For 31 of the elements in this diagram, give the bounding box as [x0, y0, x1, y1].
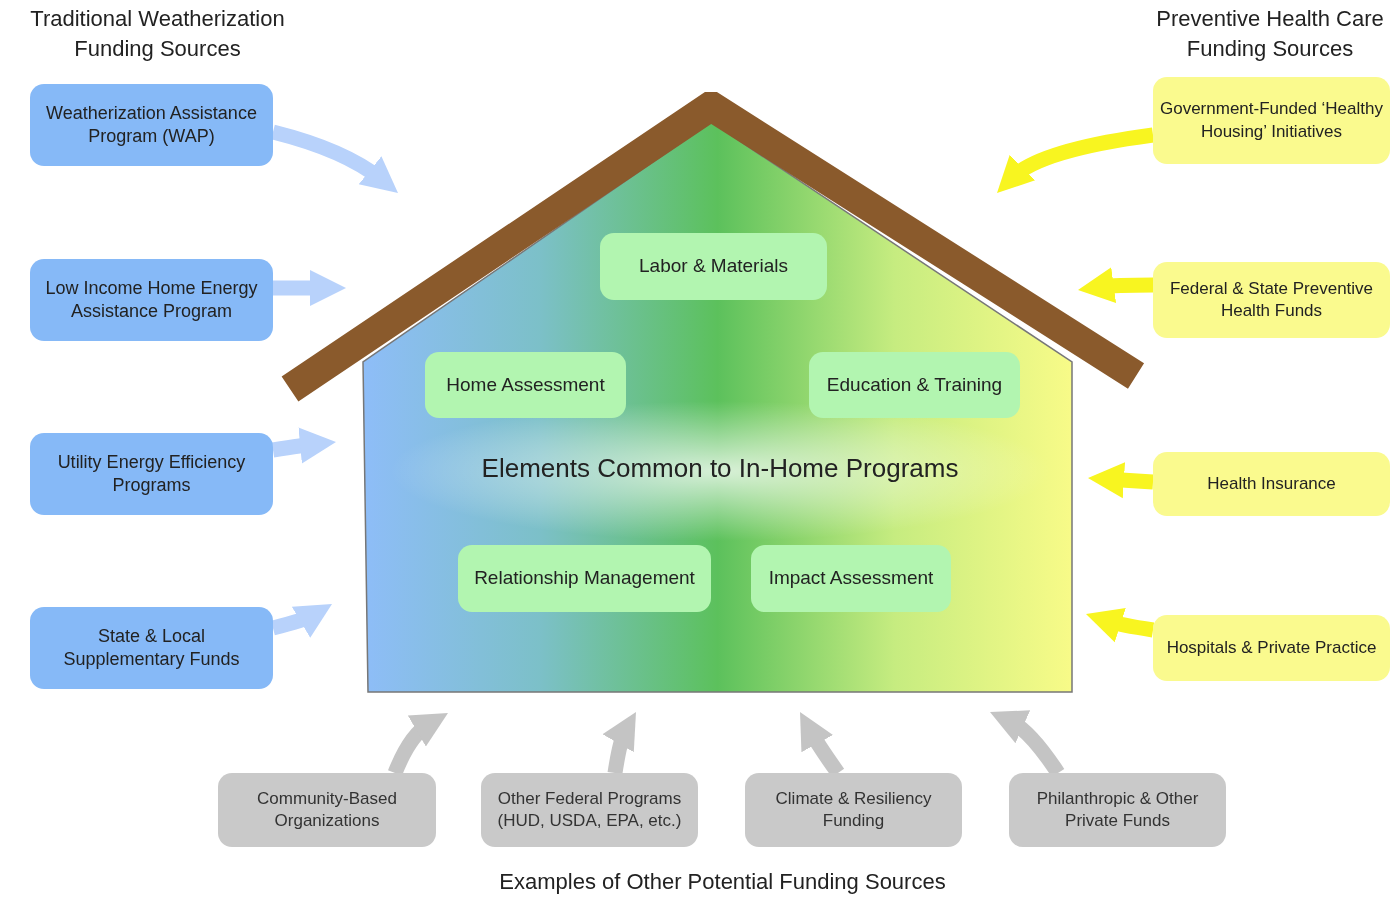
- house-title: Elements Common to In-Home Programs: [480, 452, 960, 485]
- arrow: [273, 270, 346, 306]
- arrow: [388, 712, 448, 776]
- program-element-box: Home Assessment: [425, 352, 626, 418]
- program-element-box: Impact Assessment: [751, 545, 951, 612]
- funding-source-box: Federal & State Preventive Health Funds: [1153, 262, 1390, 338]
- arrow: [271, 604, 333, 638]
- group-heading: Preventive Health Care Funding Sources: [1155, 5, 1385, 63]
- arrow: [271, 427, 336, 464]
- funding-source-box: Philanthropic & Other Private Funds: [1009, 773, 1226, 847]
- funding-source-box: Weatherization Assistance Program (WAP): [30, 84, 273, 166]
- funding-source-box: Community-Based Organizations: [218, 773, 436, 847]
- arrow: [602, 711, 636, 775]
- arrow: [1085, 607, 1155, 643]
- funding-source-box: Hospitals & Private Practice: [1153, 615, 1390, 681]
- group-heading: Traditional Weatherization Funding Sources: [29, 5, 286, 63]
- funding-source-box: Low Income Home Energy Assistance Program: [30, 259, 273, 341]
- program-element-box: Education & Training: [809, 352, 1020, 418]
- funding-source-box: Health Insurance: [1153, 452, 1390, 516]
- funding-source-box: Other Federal Programs (HUD, USDA, EPA, etc.): [481, 773, 698, 847]
- funding-source-box: State & Local Supplementary Funds: [30, 607, 273, 689]
- group-heading: Examples of Other Potential Funding Sources: [498, 868, 947, 896]
- funding-source-box: Utility Energy Efficiency Programs: [30, 433, 273, 515]
- program-element-box: Labor & Materials: [600, 233, 827, 300]
- program-element-box: Relationship Management: [458, 545, 711, 612]
- funding-source-box: Climate & Resiliency Funding: [745, 773, 962, 847]
- arrow: [271, 124, 399, 193]
- funding-source-box: Government-Funded ‘Healthy Housing’ Initiatives: [1153, 77, 1390, 164]
- arrow: [1088, 462, 1154, 499]
- arrow: [1077, 267, 1154, 304]
- arrow: [995, 127, 1155, 192]
